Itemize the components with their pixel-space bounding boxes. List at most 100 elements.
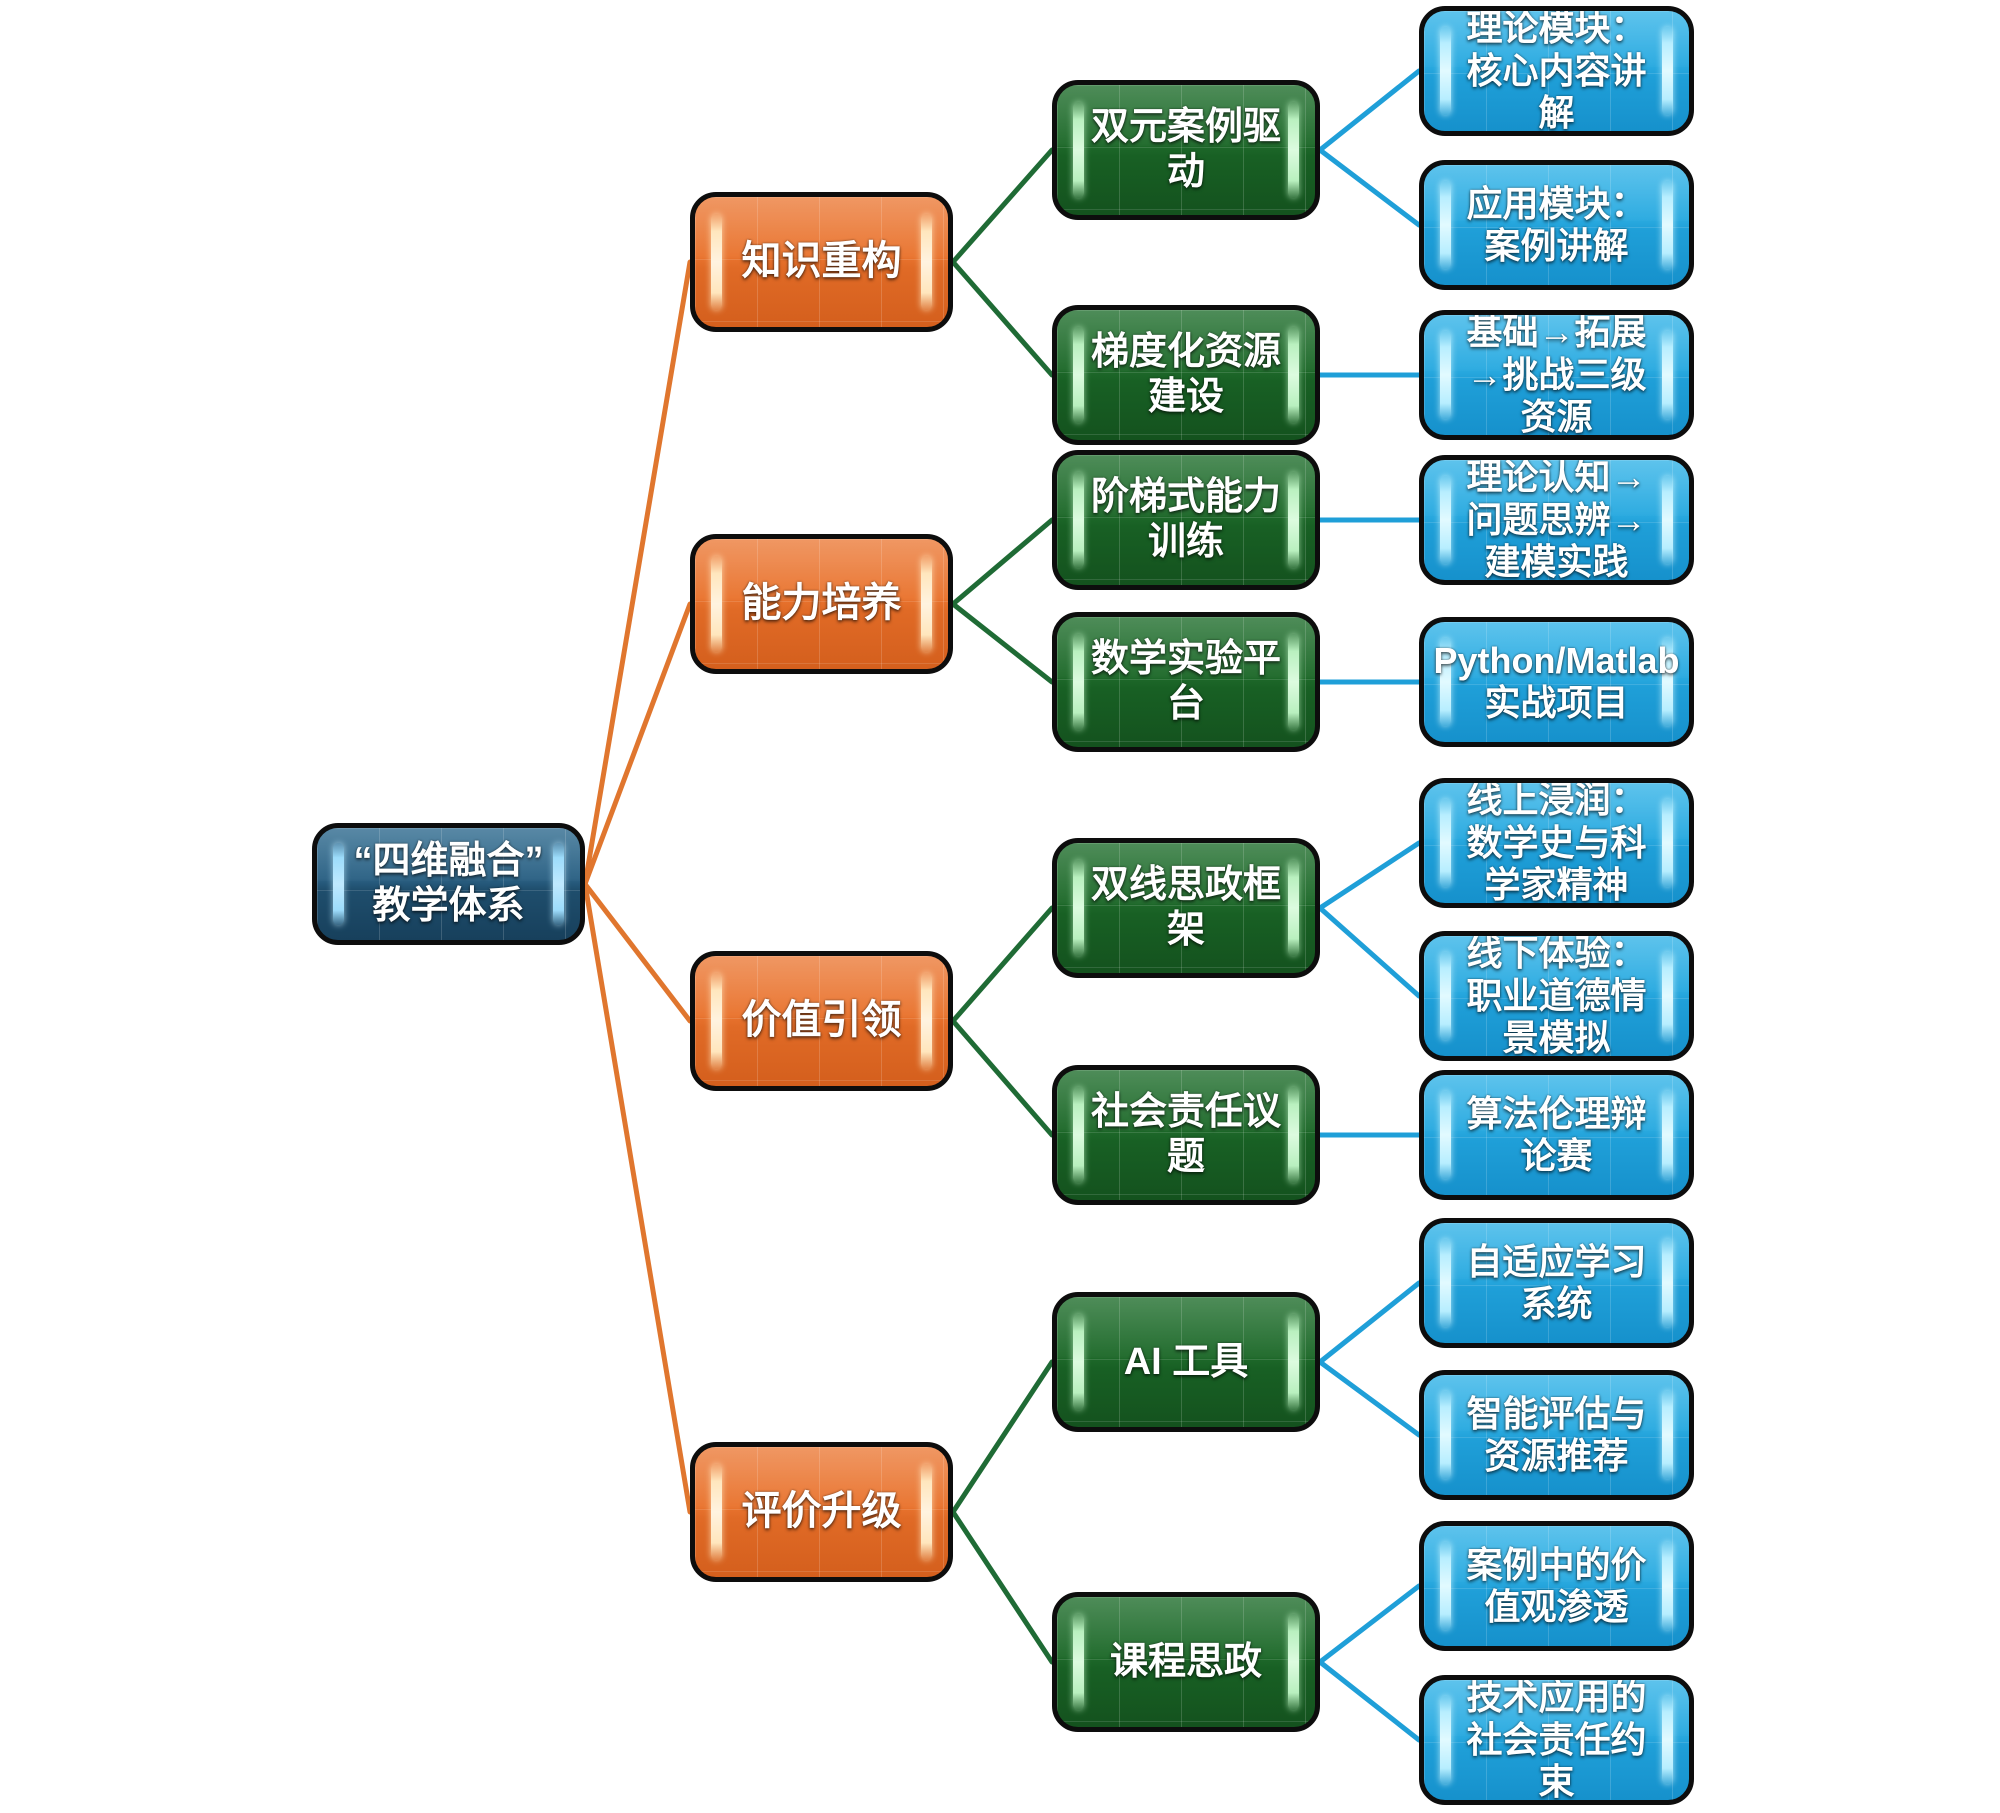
child-node-curriculum-ideology[interactable]: 课程思政: [1052, 1592, 1320, 1732]
node-sheen: [1424, 1526, 1689, 1583]
branch-node-label: 能力培养: [741, 581, 902, 626]
node-sheen: [1424, 936, 1689, 993]
branch-node-label: 知识重构: [741, 239, 902, 284]
node-sheen: [1424, 11, 1689, 68]
child-node-dual-ideology[interactable]: 双线思政框架: [1052, 838, 1320, 978]
node-grid-texture: [1057, 1070, 1315, 1200]
branch-node-knowledge[interactable]: 知识重构: [690, 192, 953, 332]
node-grid-texture: [695, 1447, 948, 1577]
child-node-label: AI 工具: [1123, 1340, 1249, 1383]
node-sheen: [317, 828, 580, 881]
node-sheen: [1424, 622, 1689, 679]
child-node-social-responsibility[interactable]: 社会责任议题: [1052, 1065, 1320, 1205]
edge-root-to-branches: [582, 259, 693, 1515]
leaf-node-label: 理论模块：核心内容讲解: [1466, 7, 1647, 134]
node-sheen: [1057, 1070, 1315, 1132]
node-grid-texture: [1424, 1526, 1689, 1646]
node-grid-texture: [1424, 783, 1689, 903]
leaf-node-tech-social-responsibility[interactable]: 技术应用的社会责任约束: [1419, 1675, 1694, 1805]
node-grid-texture: [1057, 1597, 1315, 1727]
child-node-label: 阶梯式能力训练: [1090, 476, 1281, 563]
leaf-node-theory-module[interactable]: 理论模块：核心内容讲解: [1419, 6, 1694, 136]
node-sheen: [1424, 1680, 1689, 1737]
node-grid-texture: [1424, 1075, 1689, 1195]
branch-node-label: 评价升级: [741, 1489, 902, 1534]
leaf-node-label: 算法伦理辩论赛: [1466, 1092, 1647, 1176]
node-grid-texture: [1057, 455, 1315, 585]
node-sheen: [1057, 1297, 1315, 1359]
node-grid-texture: [695, 197, 948, 327]
node-sheen: [1057, 85, 1315, 147]
leaf-node-adaptive-learning[interactable]: 自适应学习系统: [1419, 1218, 1694, 1348]
node-grid-texture: [1424, 315, 1689, 435]
node-sheen: [695, 1447, 948, 1509]
child-node-dual-case[interactable]: 双元案例驱动: [1052, 80, 1320, 220]
leaf-node-label: 技术应用的社会责任约束: [1466, 1676, 1647, 1803]
node-grid-texture: [317, 828, 580, 940]
leaf-node-smart-assessment[interactable]: 智能评估与资源推荐: [1419, 1370, 1694, 1500]
node-grid-texture: [695, 539, 948, 669]
node-grid-texture: [695, 956, 948, 1086]
node-grid-texture: [1424, 1223, 1689, 1343]
edge-child-to-leaves: [1317, 68, 1422, 1743]
node-sheen: [1424, 165, 1689, 222]
node-sheen: [1057, 617, 1315, 679]
leaf-node-label: 线上浸润：数学史与科学家精神: [1466, 779, 1647, 906]
child-node-math-lab[interactable]: 数学实验平台: [1052, 612, 1320, 752]
branch-node-ability[interactable]: 能力培养: [690, 534, 953, 674]
child-node-label: 数学实验平台: [1090, 638, 1281, 725]
leaf-node-label: Python/Matlab 实战项目: [1433, 639, 1680, 723]
root-node-label: “四维融合” 教学体系: [353, 840, 544, 927]
leaf-node-label: 应用模块：案例讲解: [1466, 182, 1647, 266]
node-grid-texture: [1057, 310, 1315, 440]
child-node-label: 双线思政框架: [1090, 864, 1281, 951]
node-grid-texture: [1057, 617, 1315, 747]
leaf-node-label: 理论认知→问题思辨→建模实践: [1466, 456, 1647, 583]
node-grid-texture: [1057, 85, 1315, 215]
node-sheen: [695, 539, 948, 601]
node-grid-texture: [1424, 622, 1689, 742]
leaf-node-online-immersion[interactable]: 线上浸润：数学史与科学家精神: [1419, 778, 1694, 908]
leaf-node-application-module[interactable]: 应用模块：案例讲解: [1419, 160, 1694, 290]
node-sheen: [1424, 1375, 1689, 1432]
leaf-node-label: 基础→拓展→挑战三级资源: [1466, 311, 1647, 438]
child-node-ai-tools[interactable]: AI 工具: [1052, 1292, 1320, 1432]
node-grid-texture: [1424, 165, 1689, 285]
child-node-label: 课程思政: [1109, 1640, 1262, 1683]
leaf-node-algorithm-ethics-debate[interactable]: 算法伦理辩论赛: [1419, 1070, 1694, 1200]
node-grid-texture: [1424, 460, 1689, 580]
node-sheen: [695, 197, 948, 259]
leaf-node-label: 智能评估与资源推荐: [1466, 1392, 1647, 1476]
child-node-gradient-resource[interactable]: 梯度化资源建设: [1052, 305, 1320, 445]
leaf-node-label: 案例中的价值观渗透: [1466, 1543, 1647, 1627]
leaf-node-offline-experience[interactable]: 线下体验：职业道德情景模拟: [1419, 931, 1694, 1061]
leaf-node-cognition-path[interactable]: 理论认知→问题思辨→建模实践: [1419, 455, 1694, 585]
node-sheen: [1424, 1075, 1689, 1132]
node-sheen: [1424, 783, 1689, 840]
node-grid-texture: [1057, 843, 1315, 973]
leaf-node-values-in-cases[interactable]: 案例中的价值观渗透: [1419, 1521, 1694, 1651]
leaf-node-label: 自适应学习系统: [1466, 1240, 1647, 1324]
child-node-label: 梯度化资源建设: [1090, 331, 1281, 418]
branch-node-assessment[interactable]: 评价升级: [690, 1442, 953, 1582]
node-sheen: [1057, 455, 1315, 517]
branch-node-label: 价值引领: [741, 998, 902, 1043]
node-grid-texture: [1424, 11, 1689, 131]
branch-node-values[interactable]: 价值引领: [690, 951, 953, 1091]
node-grid-texture: [1424, 1680, 1689, 1800]
child-node-stepwise-training[interactable]: 阶梯式能力训练: [1052, 450, 1320, 590]
leaf-node-three-tier-resource[interactable]: 基础→拓展→挑战三级资源: [1419, 310, 1694, 440]
root-node[interactable]: “四维融合” 教学体系: [312, 823, 585, 945]
node-sheen: [695, 956, 948, 1018]
leaf-node-python-matlab[interactable]: Python/Matlab 实战项目: [1419, 617, 1694, 747]
node-grid-texture: [1424, 936, 1689, 1056]
node-sheen: [1424, 460, 1689, 517]
node-sheen: [1057, 310, 1315, 372]
child-node-label: 社会责任议题: [1090, 1091, 1281, 1178]
node-grid-texture: [1424, 1375, 1689, 1495]
edge-branch-to-children: [950, 147, 1055, 1665]
node-grid-texture: [1057, 1297, 1315, 1427]
leaf-node-label: 线下体验：职业道德情景模拟: [1466, 932, 1647, 1059]
